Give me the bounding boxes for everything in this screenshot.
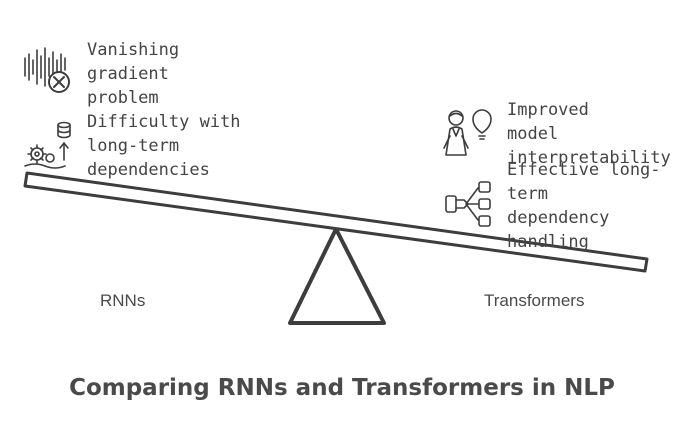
right-item-1-line-1: term [507,184,548,204]
gears-database-icon [24,121,71,169]
left-side-label: RNNs [100,291,146,310]
seesaw-plank [23,171,649,273]
left-item-1-line-0: Difficulty with [87,112,241,132]
left-item-0-line-0: Vanishing [87,40,180,60]
person-lightbulb-icon [443,109,492,156]
right-side-label: Transformers [484,291,585,310]
right-item-1-text: Effective long- term dependency handling [507,158,661,254]
waveform-x-icon [24,47,70,93]
right-item-1-line-0: Effective long- [507,160,661,180]
seesaw-fulcrum [288,227,386,325]
left-item-0-text: Vanishing gradient problem [87,38,179,110]
split-arrows-icon [445,181,491,227]
left-item-1-text: Difficulty with long-term dependencies [87,110,241,182]
right-item-0-line-1: model [507,124,559,144]
right-item-1-line-2: dependency [507,208,610,228]
left-item-1-line-2: dependencies [87,160,210,180]
right-item-1-line-3: handling [507,232,589,252]
left-item-1-line-1: long-term [87,136,180,156]
page-title: Comparing RNNs and Transformers in NLP [69,375,615,401]
right-item-0-line-0: Improved [507,100,589,120]
left-item-0-line-2: problem [87,88,159,108]
right-item-0-line-2: interpretability [507,148,671,168]
right-item-0-text: Improved model interpretability [507,98,671,170]
left-item-0-line-1: gradient [87,64,169,84]
